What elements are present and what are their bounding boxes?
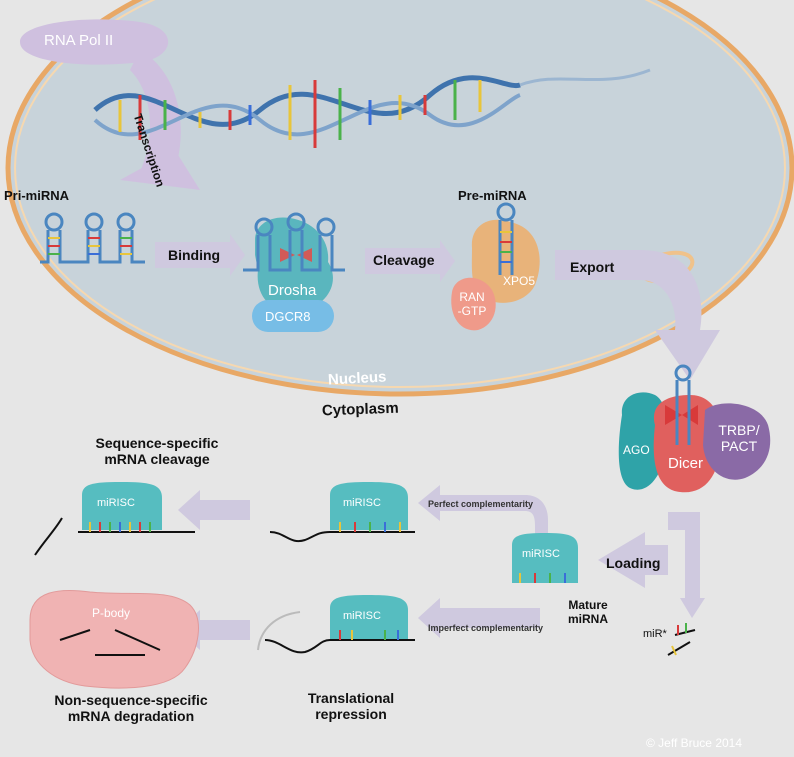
p-body-shape	[29, 589, 199, 689]
nucleus-shape	[5, 0, 794, 397]
binding-arrow	[155, 234, 245, 276]
nonseq-line-1: Non-sequence-specific	[54, 692, 208, 708]
loading-arrow	[598, 512, 705, 618]
mirisc-label: miRISC	[343, 497, 381, 509]
mirisc-shapes	[82, 482, 578, 640]
mrna-strands	[34, 517, 415, 654]
trans-line-1: Translational	[307, 690, 395, 706]
pact-line: PACT	[720, 438, 758, 454]
mir-star-label: miR*	[643, 628, 667, 640]
pri-mirna-structure	[40, 212, 145, 264]
rna-pol-ii-blob	[20, 19, 200, 190]
p-body-label: P-body	[92, 606, 131, 620]
cleavage-result-arrow	[178, 490, 250, 530]
binding-label: Binding	[168, 247, 221, 263]
ago-label: AGO	[623, 443, 650, 457]
ran-gtp-label: RAN-GTP	[453, 290, 491, 318]
rna-pol-ii-label: RNA Pol II	[44, 32, 114, 49]
drosha-complex	[243, 212, 345, 332]
export-label: Export	[570, 259, 615, 275]
seq-line-1: Sequence-specific	[95, 435, 219, 451]
drosha-label: Drosha	[268, 282, 317, 299]
gtp-line: -GTP	[457, 304, 487, 318]
copyright-label: © Jeff Bruce 2014	[646, 736, 743, 750]
perfect-arrow	[418, 485, 548, 535]
xpo5-label: XPO5	[503, 274, 536, 288]
cleavage-arrow	[365, 240, 455, 282]
dicer-label: Dicer	[668, 455, 704, 472]
imperfect-complementarity-label: Imperfect complementarity	[428, 623, 544, 633]
seq-line-2: mRNA cleavage	[104, 451, 210, 467]
perfect-complementarity-label: Perfect complementarity	[428, 499, 534, 509]
cleavage-label: Cleavage	[373, 252, 435, 268]
imperfect-arrow	[418, 598, 540, 638]
dna-helix	[93, 68, 651, 148]
repression-curl	[257, 611, 301, 651]
trbp-line: TRBP/	[718, 422, 760, 438]
mir-star-fragments	[667, 623, 696, 656]
pre-mirna-label: Pre-miRNA	[458, 188, 527, 203]
loading-label: Loading	[606, 555, 661, 571]
xpo5-complex	[451, 202, 540, 331]
mature-line: Mature	[568, 598, 608, 612]
nucleus-label: Nucleus	[327, 368, 387, 389]
mirisc-label: miRISC	[97, 497, 135, 509]
export-arrow	[555, 250, 720, 380]
mirna-strand-colors	[89, 522, 566, 640]
nonseq-line-2: mRNA degradation	[67, 708, 195, 724]
pri-mirna-label: Pri-miRNA	[4, 188, 70, 203]
cytoplasm-label: Cytoplasm	[321, 399, 399, 420]
trans-line-2: repression	[315, 706, 387, 722]
dgcr8-label: DGCR8	[265, 309, 311, 324]
mirisc-label: miRISC	[522, 548, 560, 560]
mirisc-label: miRISC	[343, 610, 381, 622]
dicer-complex	[618, 364, 771, 493]
trbp-pact-label: TRBP/PACT	[714, 422, 764, 454]
ran-line: RAN	[459, 290, 485, 304]
mirna-line: miRNA	[567, 612, 608, 626]
